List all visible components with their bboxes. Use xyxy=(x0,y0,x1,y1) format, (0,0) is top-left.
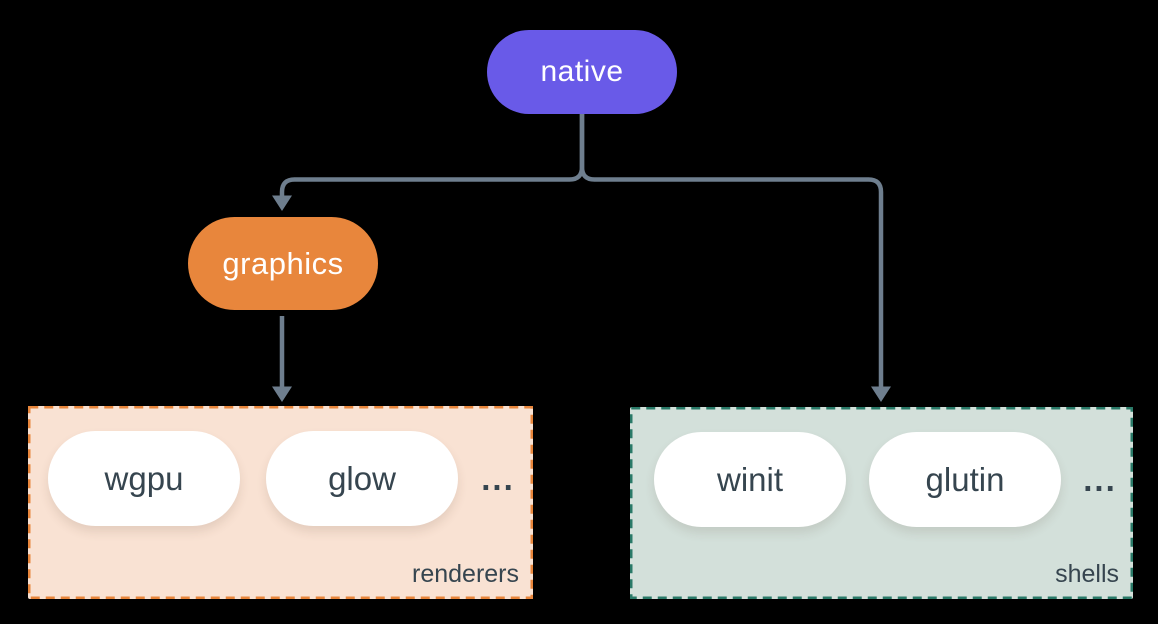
arrowhead-shells xyxy=(871,386,891,402)
glow-node-label: glow xyxy=(328,459,396,497)
wgpu-node: wgpu xyxy=(48,431,240,526)
graphics-node: graphics xyxy=(188,217,378,310)
graphics-node-label: graphics xyxy=(222,245,344,281)
wgpu-node-label: wgpu xyxy=(104,459,184,497)
shells-group: winit glutin ... shells xyxy=(630,407,1133,599)
edge-native-to-shells xyxy=(579,114,884,388)
arrowhead-graphics xyxy=(272,195,292,211)
renderers-dashed-border xyxy=(28,406,533,599)
glow-node: glow xyxy=(266,431,458,526)
edge-native-to-graphics xyxy=(279,114,585,197)
renderers-ellipsis: ... xyxy=(481,459,515,497)
winit-node: winit xyxy=(654,432,846,527)
glutin-node: glutin xyxy=(869,432,1061,527)
winit-node-label: winit xyxy=(716,460,784,498)
native-node: native xyxy=(487,30,677,114)
shells-group-label: shells xyxy=(1055,560,1119,588)
renderers-group-label: renderers xyxy=(412,560,519,588)
arrowhead-renderers xyxy=(272,386,292,402)
renderers-group: wgpu glow ... renderers xyxy=(28,406,533,599)
shells-ellipsis: ... xyxy=(1083,460,1117,498)
native-node-label: native xyxy=(540,55,624,88)
glutin-node-label: glutin xyxy=(925,460,1005,498)
